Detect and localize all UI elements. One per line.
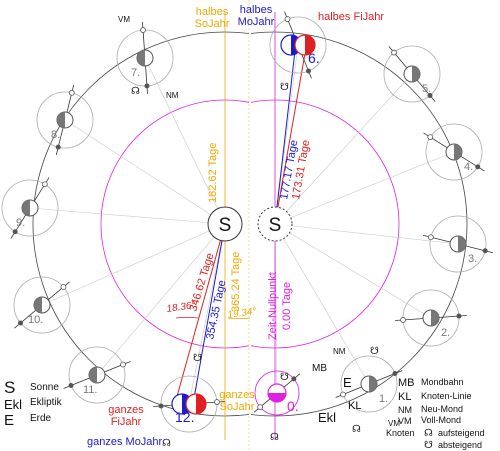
legend-sym-kl: KL	[398, 391, 411, 403]
legend-text-knoten-linie: Knoten-Linie	[421, 391, 472, 401]
earth-station-5: 5.	[383, 45, 441, 103]
legend-text-neu-mond: Neu-Mond	[421, 404, 463, 414]
ekl-label: Ekl	[318, 410, 336, 425]
earth-label: E	[343, 375, 352, 390]
earth-station-12: 12.	[153, 375, 225, 433]
month-label-11: 11.	[83, 384, 97, 396]
legend-sym-e: E	[4, 412, 14, 429]
sun-left: S	[207, 206, 243, 242]
knoten-desc-text: absteigend	[438, 440, 482, 450]
desc-mark-12: ☋	[193, 353, 202, 364]
angle-18-36: 18.36°	[166, 300, 196, 315]
legend-right: MB Mondbahn KL Knoten-Linie NM Neu-Mond …	[386, 377, 485, 451]
halbes-fijahr-label: halbes FiJahr	[318, 11, 384, 23]
knoten-title: Knoten	[386, 428, 415, 438]
sun-right-label: S	[269, 215, 282, 236]
month-label-3: 3.	[468, 253, 477, 265]
angle-arc-sojahr	[227, 317, 251, 320]
knoten-desc-sym: ☋	[424, 440, 433, 451]
knoten-asc-text: aufsteigend	[438, 428, 485, 438]
earth-station-6: 6.	[269, 11, 327, 79]
asc-mark-12: ☊	[162, 438, 171, 449]
month-label-7: 7.	[131, 67, 140, 79]
zeit-nullpunkt-label: Zeit-Nullpunkt	[267, 272, 279, 340]
asc-mark-0: ☊	[270, 432, 279, 443]
month-label-0: 0.	[287, 398, 299, 414]
kl-label: KL	[348, 400, 361, 412]
desc-mark-6: ☋	[280, 82, 289, 93]
legend-text-ekliptik: Ekliptik	[30, 397, 63, 408]
legend-text-erde: Erde	[30, 413, 52, 424]
legend-text-voll-mond: Voll-Mond	[421, 415, 461, 425]
knoten-asc-sym: ☊	[424, 428, 433, 439]
earth-station-4: 4.	[423, 123, 485, 181]
month-label-5: 5.	[422, 83, 431, 95]
nm-mark-1: NM	[333, 347, 346, 356]
fijahr-line-right	[274, 41, 308, 225]
fijahr-line-left	[175, 223, 226, 401]
desc-mark-0: ☋	[280, 372, 289, 383]
earth-station-11: 11.	[63, 346, 131, 404]
nm-mark-7: NM	[166, 91, 179, 100]
days-000: 0.00 Tage	[281, 282, 293, 330]
angle-19-34: 19.34°	[227, 306, 257, 321]
angle-arc-fijahr	[175, 316, 199, 319]
earth-station-1: 1.	[335, 355, 403, 413]
desc-mark-1: ☋	[370, 346, 379, 357]
month-label-10: 10.	[28, 314, 43, 326]
month-label-8: 8.	[51, 129, 60, 141]
month-label-4: 4.	[464, 161, 473, 173]
legend-sym-ekl: Ekl	[4, 397, 22, 412]
month-label-9: 9.	[16, 217, 25, 229]
earth-station-7: 7.	[116, 22, 174, 94]
earth-station-0: 0.	[253, 370, 301, 416]
legend-sym-vm: VM	[398, 416, 412, 426]
vm-mark-1: VM	[388, 419, 400, 428]
days-365: 365.24 Tage	[230, 252, 242, 312]
legend-text-sonne: Sonne	[30, 382, 59, 393]
mojahr-line-left	[192, 223, 226, 405]
radial-spokes	[29, 44, 459, 405]
legend-sym-nm: NM	[398, 405, 412, 415]
vm-mark-7: VM	[118, 15, 130, 24]
mb-label: MB	[312, 363, 327, 374]
asc-mark-1: ☊	[352, 424, 361, 435]
earth-station-10: 10.	[13, 276, 71, 334]
sun-right: S	[257, 206, 293, 242]
month-label-12: 12.	[175, 409, 194, 425]
ganzes-mojahr-label: ganzes MoJahr	[87, 436, 163, 448]
month-label-6: 6.	[308, 50, 320, 66]
legend-left: S Sonne Ekl Ekliptik E Erde	[4, 378, 63, 429]
days-182: 182.62 Tage	[207, 143, 219, 203]
month-label-1: 1.	[379, 393, 388, 405]
earth-stations: 0.1.2.3.4.5.6.7.8.9.10.11.12.NMVMVMNM☊☊☋…	[1, 11, 494, 449]
legend-sym-mb: MB	[398, 377, 415, 389]
legend-sym-s: S	[4, 378, 15, 397]
earth-station-2: 2.	[395, 289, 467, 347]
earth-station-8: 8.	[36, 84, 94, 156]
sun-left-label: S	[219, 215, 232, 236]
legend-text-mondbahn: Mondbahn	[421, 377, 464, 387]
earth-station-9: 9.	[1, 177, 59, 239]
earth-orbit	[32, 31, 468, 417]
month-label-2: 2.	[441, 327, 450, 339]
earth-station-3: 3.	[422, 215, 494, 273]
asc-mark-7: ☊	[131, 86, 140, 97]
